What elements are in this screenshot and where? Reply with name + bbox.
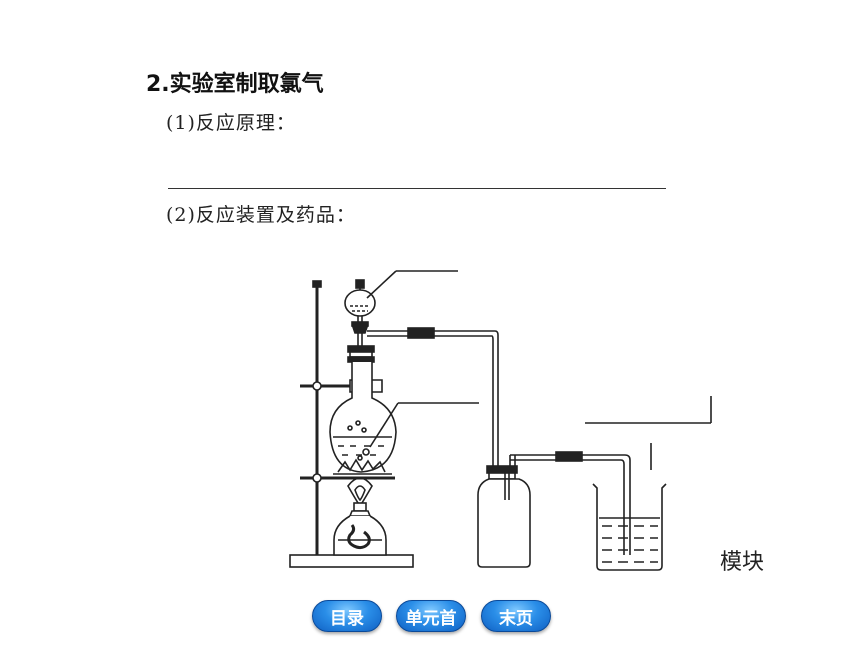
beaker xyxy=(592,483,667,571)
wire-gauze xyxy=(333,458,392,475)
section-title: 2.实验室制取氯气 xyxy=(146,72,324,97)
answer-blank-line xyxy=(168,188,666,189)
unit-first-page-button[interactable]: 单元首 xyxy=(396,600,466,632)
round-bottom-flask xyxy=(329,362,397,473)
delivery-tube-2 xyxy=(509,451,631,555)
catalog-button[interactable]: 目录 xyxy=(312,600,382,632)
alcohol-lamp xyxy=(333,477,387,556)
module-label: 模块 xyxy=(720,550,765,575)
label-leader-lines xyxy=(366,270,712,470)
gas-washing-bottle xyxy=(477,465,531,568)
apparatus-label: (2)反应装置及药品： xyxy=(166,204,356,226)
reaction-principle-label: (1)反应原理： xyxy=(166,112,296,134)
last-page-button[interactable]: 末页 xyxy=(481,600,551,632)
delivery-tube-1 xyxy=(367,327,499,470)
